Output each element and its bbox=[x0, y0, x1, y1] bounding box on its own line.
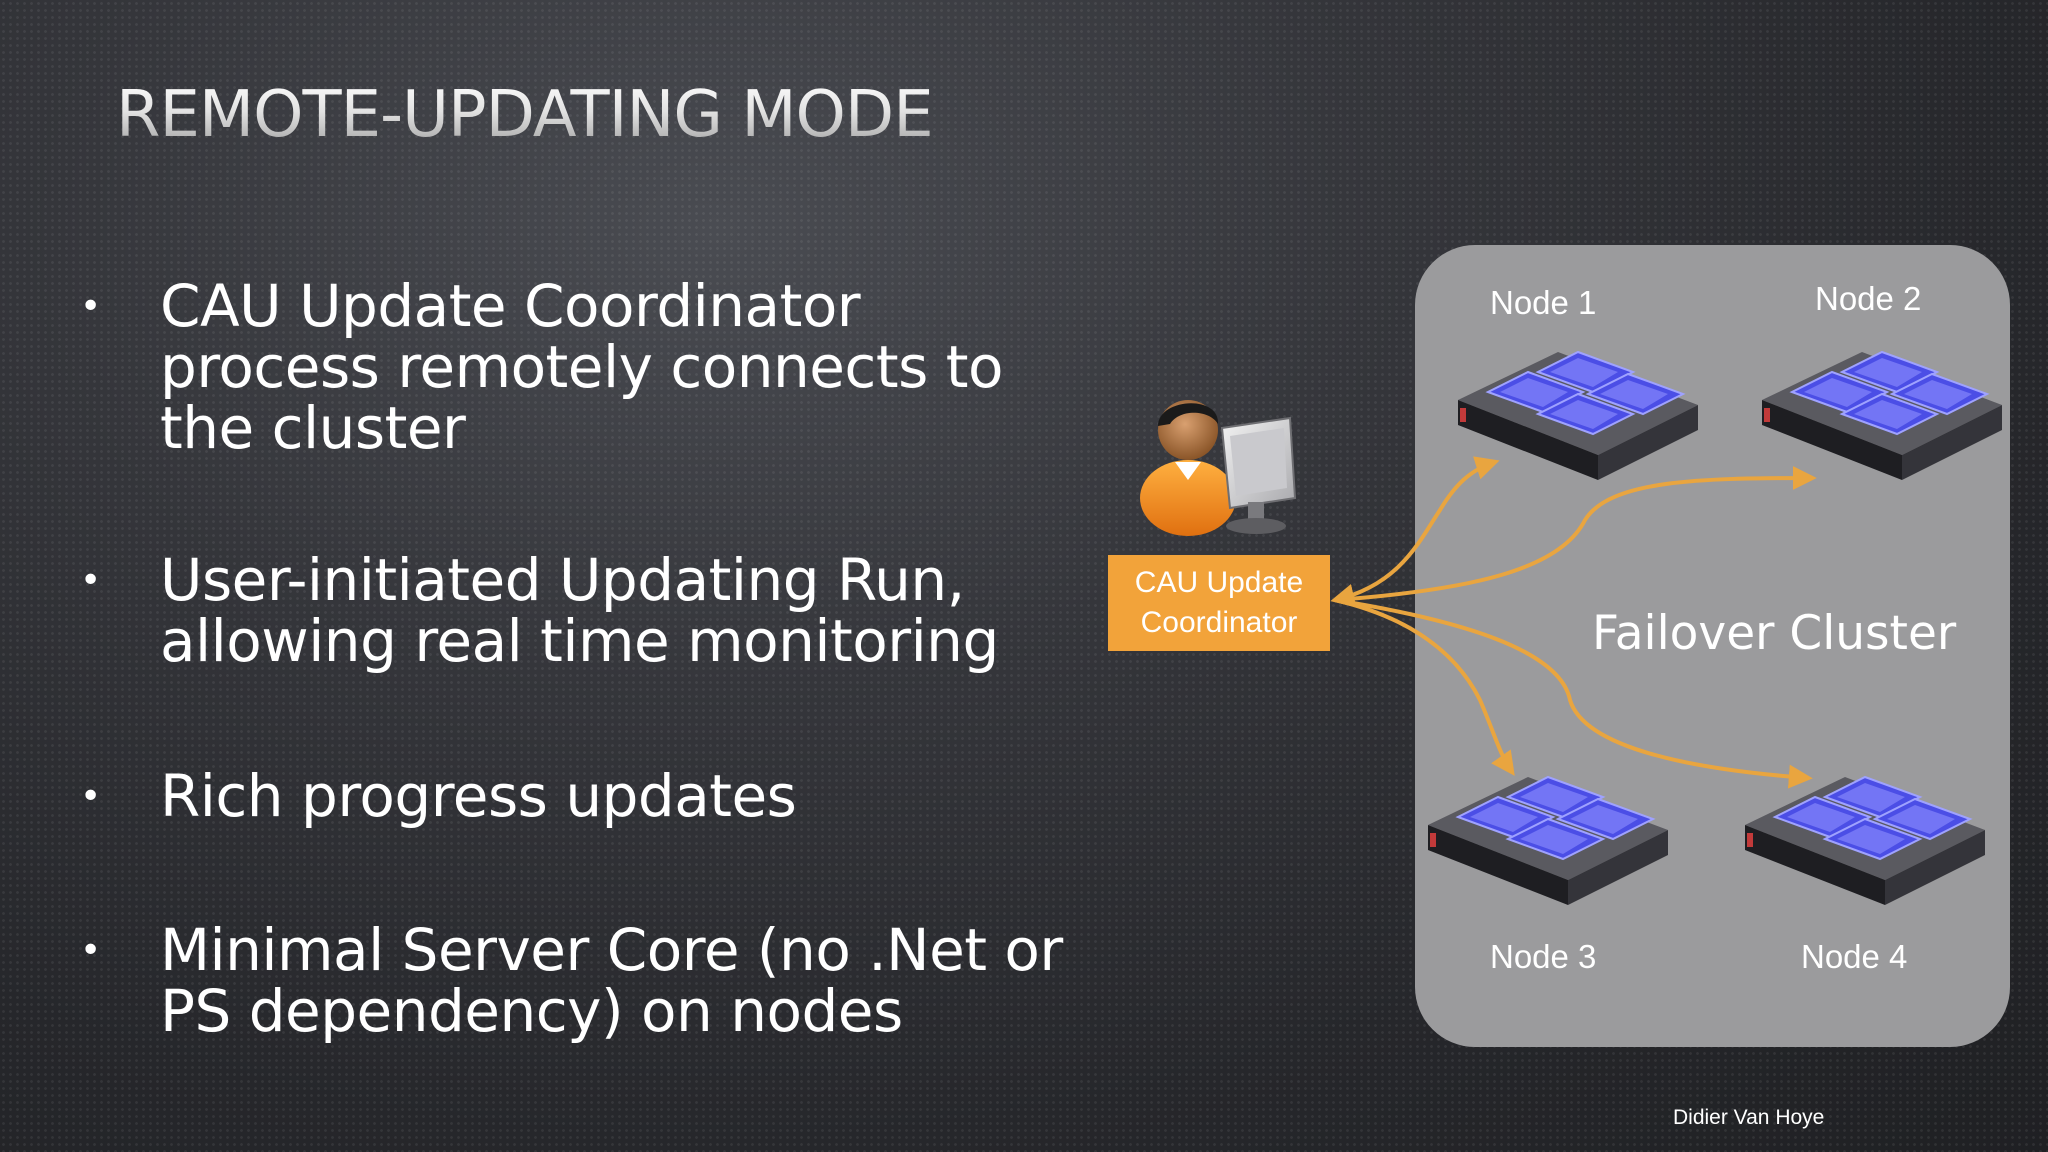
bullet-item: • User-initiated Updating Run, allowing … bbox=[80, 546, 1160, 675]
author-credit: Didier Van Hoye bbox=[1673, 1106, 1825, 1129]
coordinator-label-line: Coordinator bbox=[1140, 606, 1298, 639]
bullet-line: allowing real time monitoring bbox=[160, 607, 999, 675]
coordinator-label-line: CAU Update bbox=[1134, 566, 1304, 599]
bullet-dot-icon: • bbox=[80, 930, 101, 971]
server-rack-icon bbox=[1762, 350, 2002, 480]
server-rack-icon bbox=[1458, 350, 1698, 480]
node-label: Node 1 bbox=[1490, 284, 1597, 321]
bullet-line: CAU Update Coordinator bbox=[160, 272, 861, 340]
bullet-dot-icon: • bbox=[80, 776, 101, 817]
admin-user-at-computer-icon bbox=[1140, 400, 1297, 536]
bullet-line: Minimal Server Core (no .Net or bbox=[160, 916, 1063, 984]
bullet-line: Rich progress updates bbox=[160, 762, 797, 830]
bullet-line: User-initiated Updating Run, bbox=[160, 546, 965, 614]
bullet-dot-icon: • bbox=[80, 286, 101, 327]
cau-update-coordinator-box: CAU Update Coordinator bbox=[1108, 555, 1330, 651]
server-rack-icon bbox=[1745, 775, 1985, 905]
bullet-item: • CAU Update Coordinator process remotel… bbox=[80, 272, 1160, 462]
bullet-line: PS dependency) on nodes bbox=[160, 977, 903, 1045]
bullet-item: • Rich progress updates bbox=[80, 762, 1160, 830]
node-label: Node 4 bbox=[1801, 938, 1908, 975]
bullet-line: the cluster bbox=[160, 394, 466, 462]
bullet-dot-icon: • bbox=[80, 560, 101, 601]
node-label: Node 3 bbox=[1490, 938, 1597, 975]
bullet-item: • Minimal Server Core (no .Net or PS dep… bbox=[80, 916, 1160, 1045]
slide-title: REMOTE-UPDATING MODE bbox=[116, 78, 934, 152]
node-label: Node 2 bbox=[1815, 280, 1922, 317]
server-rack-icon bbox=[1428, 775, 1668, 905]
failover-cluster-label: Failover Cluster bbox=[1592, 606, 1957, 661]
bullet-line: process remotely connects to bbox=[160, 333, 1003, 401]
